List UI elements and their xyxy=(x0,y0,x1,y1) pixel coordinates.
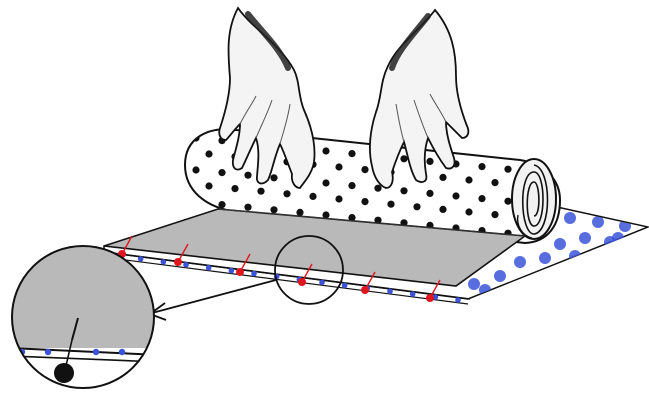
magnified-seam-dot xyxy=(92,348,100,356)
roll-dot xyxy=(361,198,369,206)
backing-dot xyxy=(504,288,516,298)
seam-dot xyxy=(251,270,257,277)
pin-row xyxy=(118,235,441,302)
backing-dot xyxy=(539,252,551,264)
gray-panel xyxy=(103,208,528,287)
seam-dot xyxy=(319,279,325,286)
seam-dot xyxy=(205,264,212,271)
roll-dot xyxy=(244,203,252,211)
pin-head xyxy=(174,258,182,266)
backing-dot xyxy=(494,270,506,282)
roll-dot xyxy=(218,201,226,209)
roll-dot xyxy=(231,185,239,193)
roll-dot xyxy=(348,150,356,158)
pin xyxy=(426,279,441,302)
roll-dot xyxy=(322,147,330,155)
roll-dot xyxy=(205,182,213,190)
roll-dot xyxy=(270,206,278,214)
pin xyxy=(174,243,189,266)
pin-head xyxy=(361,286,369,294)
roll-dot xyxy=(426,157,434,165)
seam-dot xyxy=(341,282,348,289)
roll-dot xyxy=(335,195,343,203)
roll-dot xyxy=(192,166,200,174)
roll-dot xyxy=(348,214,356,222)
pin-head xyxy=(426,294,434,302)
magnifier xyxy=(11,245,155,389)
backing-dot xyxy=(569,250,581,262)
seam-dot xyxy=(137,256,144,262)
seam-dot xyxy=(409,291,416,297)
pin-head xyxy=(298,278,306,286)
pin-head xyxy=(236,268,244,276)
roll-dot xyxy=(335,163,343,171)
roll-dot xyxy=(348,182,356,190)
roll-dot xyxy=(192,198,200,206)
roll-dot xyxy=(439,205,447,213)
magnified-seam-dot xyxy=(44,348,52,356)
roll-dot xyxy=(387,200,395,208)
hand-right xyxy=(369,8,470,189)
backing-dot xyxy=(579,232,591,244)
backing-dot xyxy=(612,232,624,244)
magnified-seam-dot xyxy=(118,348,126,356)
backing-dot xyxy=(522,276,534,288)
roll-dot xyxy=(322,211,330,219)
roll-dot xyxy=(296,208,304,216)
roll-dot xyxy=(374,184,382,192)
roll-dot xyxy=(218,169,226,177)
hand-left xyxy=(218,6,316,189)
callout-arrow xyxy=(148,279,277,321)
roll-dot xyxy=(478,195,486,203)
roll-dot xyxy=(465,208,473,216)
detail-marker-circle xyxy=(274,235,344,305)
roll-dot xyxy=(491,211,499,219)
roll-dot xyxy=(504,197,512,205)
roll-dot xyxy=(504,165,512,173)
roll-dot xyxy=(257,187,265,195)
roll-dot xyxy=(205,150,213,158)
roll-dot xyxy=(465,176,473,184)
seam-dot xyxy=(387,288,393,295)
roll-dot xyxy=(491,179,499,187)
backing-dot xyxy=(514,256,526,268)
backing-dot xyxy=(549,266,561,278)
roll-dot xyxy=(413,203,421,211)
roll-dot xyxy=(400,155,408,163)
roll-dot xyxy=(400,187,408,195)
roll-dot xyxy=(452,192,460,200)
seam-dot xyxy=(183,262,189,268)
backing-dot xyxy=(566,266,578,278)
roll-dot xyxy=(244,171,252,179)
roll-dot xyxy=(270,174,278,182)
pin xyxy=(236,253,251,276)
roll-dot xyxy=(478,163,486,171)
roll-dot xyxy=(439,173,447,181)
seam-dot xyxy=(160,259,167,265)
pin xyxy=(361,271,376,294)
backing-dot xyxy=(554,238,566,250)
pin xyxy=(298,263,313,286)
roll-dot xyxy=(361,166,369,174)
backing-dot xyxy=(564,212,576,224)
backing-dot xyxy=(590,250,602,262)
roll-dot xyxy=(283,190,291,198)
roll-dot xyxy=(309,192,317,200)
roll-dot xyxy=(322,179,330,187)
seam-dot xyxy=(455,297,461,303)
roll-dot xyxy=(426,189,434,197)
roll-end-spiral xyxy=(511,158,557,240)
backing-dot xyxy=(584,264,596,276)
backing-dot xyxy=(592,216,604,228)
roll-dot xyxy=(374,216,382,224)
backing-dot xyxy=(468,278,480,290)
seam-dot xyxy=(228,267,235,274)
